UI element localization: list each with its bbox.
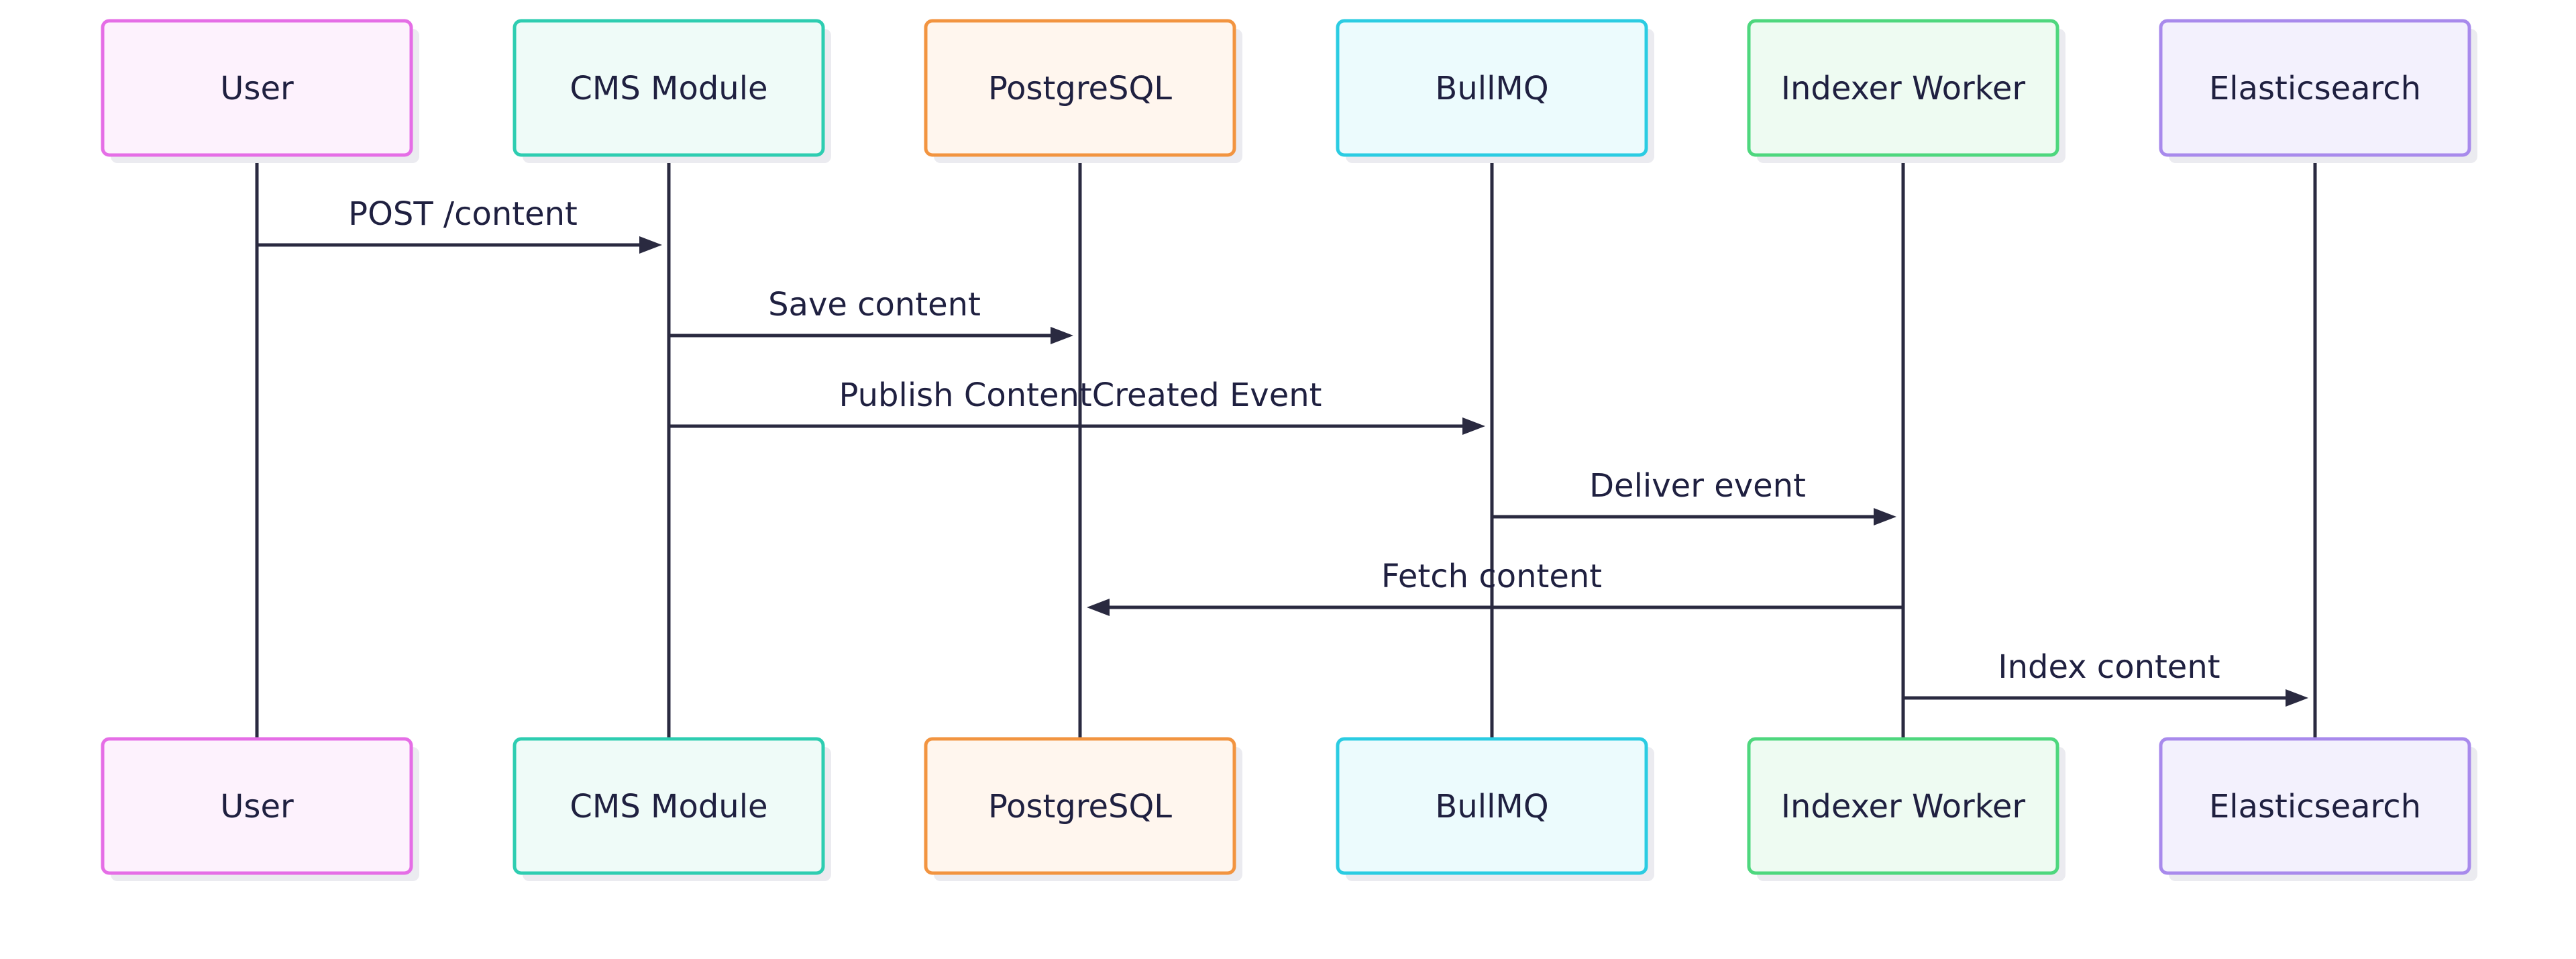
- actor-cms-bottom: CMS Module: [513, 737, 831, 881]
- actor-cms-top: CMS Module: [513, 19, 831, 163]
- actor-label: PostgreSQL: [988, 788, 1172, 825]
- actor-box: [1336, 737, 1648, 875]
- message-label: Deliver event: [1589, 467, 1806, 505]
- actor-box: [513, 737, 825, 875]
- actor-label: PostgreSQL: [988, 70, 1172, 107]
- actor-box: [2159, 737, 2471, 875]
- message-6: Index content: [1903, 648, 2308, 707]
- actor-postgres-bottom: PostgreSQL: [924, 737, 1242, 881]
- arrowhead-icon: [1462, 417, 1485, 435]
- arrowhead-icon: [2286, 689, 2308, 707]
- actor-user-top: User: [101, 19, 419, 163]
- actor-box: [101, 737, 413, 875]
- actor-box: [1747, 737, 2059, 875]
- actor-elastic-bottom: Elasticsearch: [2159, 737, 2477, 881]
- message-1: POST /content: [257, 195, 662, 254]
- actor-label: Indexer Worker: [1781, 788, 2026, 825]
- actor-indexer-bottom: Indexer Worker: [1747, 737, 2065, 881]
- actor-bullmq-bottom: BullMQ: [1336, 737, 1654, 881]
- actor-user-bottom: User: [101, 737, 419, 881]
- actor-label: BullMQ: [1435, 788, 1548, 825]
- message-label: POST /content: [348, 195, 578, 233]
- actor-label: User: [220, 70, 294, 107]
- arrowhead-icon: [639, 236, 662, 254]
- actor-label: User: [220, 788, 294, 825]
- message-4: Deliver event: [1492, 467, 1896, 525]
- actor-label: Elasticsearch: [2209, 788, 2421, 825]
- message-label: Fetch content: [1381, 558, 1602, 595]
- message-5: Fetch content: [1087, 558, 1903, 616]
- actor-box: [101, 19, 413, 157]
- message-label: Save content: [768, 286, 981, 323]
- actor-label: CMS Module: [570, 70, 767, 107]
- actor-indexer-top: Indexer Worker: [1747, 19, 2065, 163]
- actor-box: [1747, 19, 2059, 157]
- message-3: Publish ContentCreated Event: [669, 376, 1485, 435]
- actor-bullmq-top: BullMQ: [1336, 19, 1654, 163]
- arrowhead-icon: [1874, 508, 1896, 525]
- actor-label: Elasticsearch: [2209, 70, 2421, 107]
- actor-label: CMS Module: [570, 788, 767, 825]
- actor-box: [2159, 19, 2471, 157]
- actor-postgres-top: PostgreSQL: [924, 19, 1242, 163]
- actor-elastic-top: Elasticsearch: [2159, 19, 2477, 163]
- actor-box: [513, 19, 825, 157]
- arrowhead-icon: [1051, 327, 1073, 344]
- actor-box: [924, 19, 1236, 157]
- actor-box: [1336, 19, 1648, 157]
- lifelines: [255, 155, 2317, 739]
- arrowhead-icon: [1087, 599, 1110, 616]
- actor-label: Indexer Worker: [1781, 70, 2026, 107]
- actor-label: BullMQ: [1435, 70, 1548, 107]
- message-label: Index content: [1998, 648, 2220, 686]
- actor-box: [924, 737, 1236, 875]
- message-2: Save content: [669, 286, 1073, 344]
- message-label: Publish ContentCreated Event: [839, 376, 1322, 414]
